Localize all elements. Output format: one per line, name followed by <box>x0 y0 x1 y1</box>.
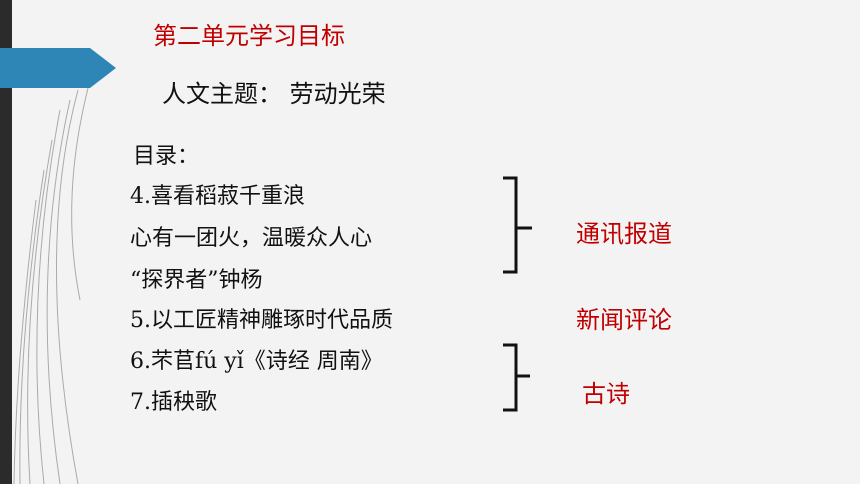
blue-arrow-banner <box>0 48 116 88</box>
genre-ancient-poem: 古诗 <box>582 380 630 408</box>
slide-title: 第二单元学习目标 <box>153 22 345 50</box>
toc-item: 4.喜看稻菽千重浪 <box>130 184 305 209</box>
toc-item: 7.插秧歌 <box>130 390 217 415</box>
toc-item: 5.以工匠精神雕琢时代品质 <box>130 308 393 333</box>
humanities-theme: 人文主题： 劳动光荣 <box>162 80 386 108</box>
bracket-bottom <box>503 343 530 412</box>
toc-item: 6.芣苢fú yǐ《诗经 周南》 <box>130 349 383 374</box>
genre-news-commentary: 新闻评论 <box>576 306 672 334</box>
toc-item: 心有一团火，温暖众人心 <box>130 226 373 251</box>
left-dark-bar <box>0 0 12 484</box>
toc-heading: 目录： <box>133 144 200 169</box>
brackets <box>503 176 532 412</box>
genre-news-report: 通讯报道 <box>576 220 672 248</box>
decorative-curves <box>13 87 89 484</box>
toc-item: “探界者”钟杨 <box>130 268 263 293</box>
bracket-top <box>503 176 532 274</box>
